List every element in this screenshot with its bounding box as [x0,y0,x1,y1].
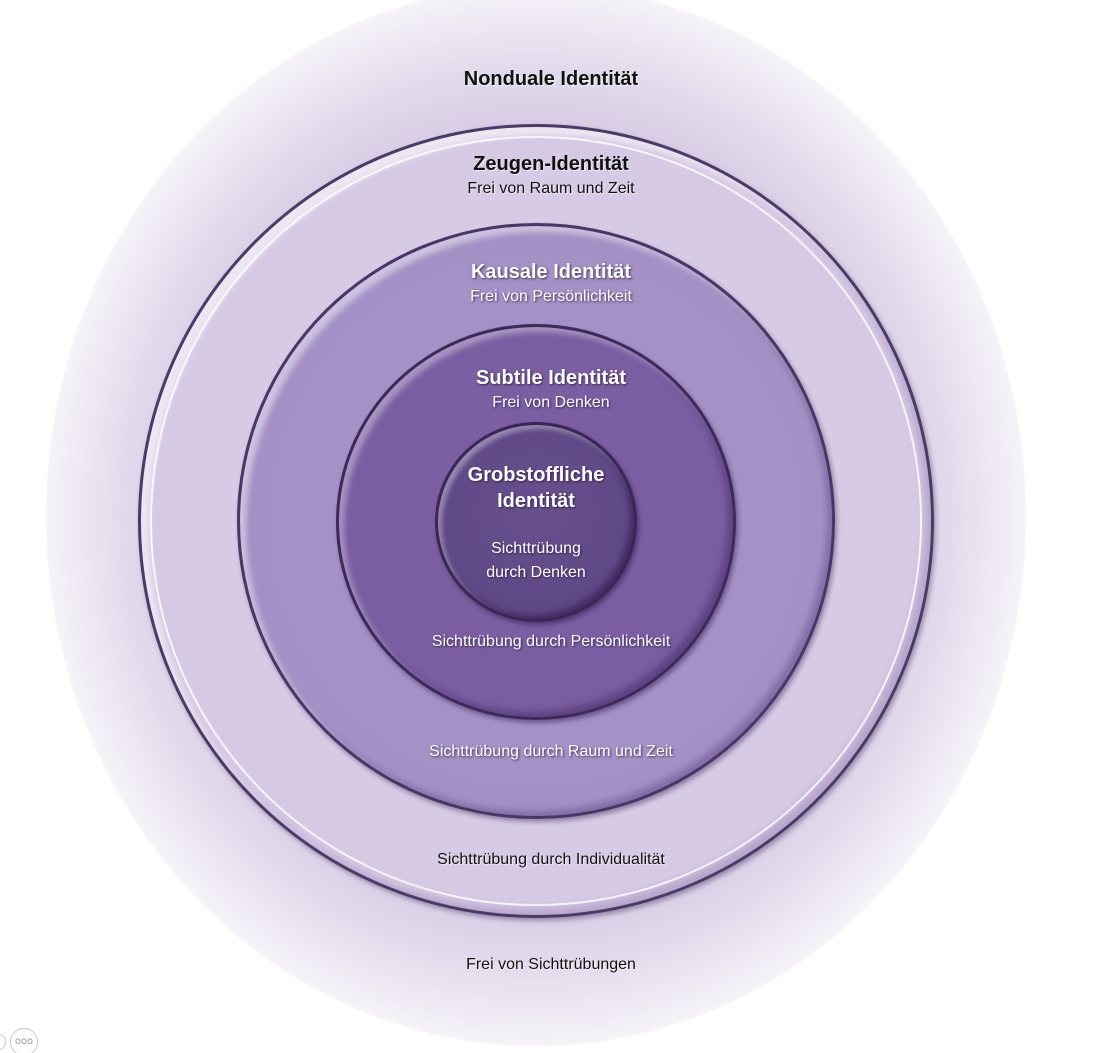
zeugen-subtitle: Frei von Raum und Zeit [467,180,635,197]
partial-control-icon[interactable] [0,1034,6,1050]
grob-title-line2: Identität [497,490,575,512]
kausal-caption: Sichttrübung durch Raum und Zeit [429,743,673,760]
ring-zeugen-highlight [150,136,922,906]
subtil-title: Subtile Identität [476,367,626,389]
nondual-caption: Frei von Sichttrübungen [466,956,636,973]
subtil-caption: Sichttrübung durch Persönlichkeit [431,633,671,650]
grob-title-line1: Grobstoffliche [467,464,605,486]
more-dots-icon[interactable]: ooo [10,1028,38,1053]
subtil-subtitle: Frei von Denken [492,394,610,411]
grob-caption-line1: Sichttrübung [491,540,581,557]
zeugen-title: Zeugen-Identität [473,153,629,175]
grob-caption-line2: durch Denken [486,564,586,581]
nondual-title: Nonduale Identität [463,68,639,90]
ring-grobstoffliche-identitaet [435,422,637,622]
kausal-subtitle: Frei von Persönlichkeit [470,288,632,305]
zeugen-caption: Sichttrübung durch Individualität [437,851,665,868]
kausal-title: Kausale Identität [470,261,632,283]
